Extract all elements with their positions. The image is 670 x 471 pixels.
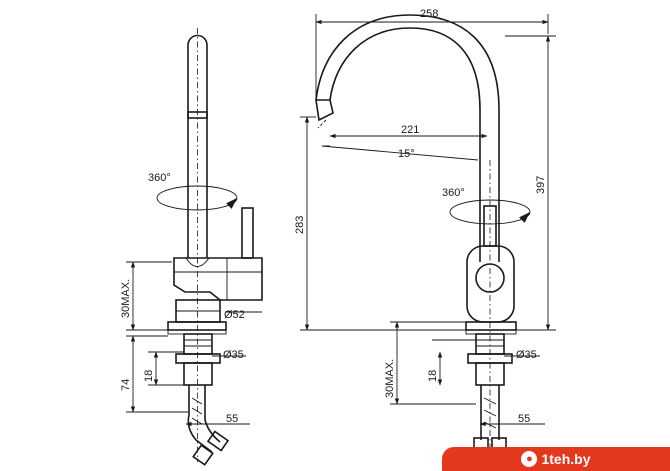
counter-max-side-label: 30MAX.: [384, 359, 396, 398]
rotation-side-label: 360°: [442, 187, 465, 199]
site-watermark: ● 1teh.by: [442, 447, 670, 471]
hose-width-side-label: 55: [518, 413, 530, 425]
rotation-front-label: 360°: [148, 172, 171, 184]
diameter-shank-side-label: Ø35: [516, 349, 537, 361]
side-view: 258 221 15° 397 283 360°: [294, 8, 556, 462]
diameter-base-label: Ø52: [224, 309, 245, 321]
diameter-shank-front-label: Ø35: [223, 349, 244, 361]
front-view: 360° 30MAX. Ø52 Ø35: [120, 28, 263, 466]
shank-len-side-label: 18: [427, 370, 439, 382]
angle-label: 15°: [398, 148, 415, 160]
height-spout-label: 283: [294, 216, 306, 234]
width-top-label: 258: [420, 8, 438, 20]
shank-len-front-label: 18: [143, 370, 155, 382]
watermark-text: 1teh.by: [541, 451, 591, 467]
circle-logo-icon: ●: [521, 451, 538, 467]
hose-width-front-label: 55: [226, 413, 238, 425]
counter-max-front-label: 30MAX.: [120, 279, 132, 318]
height-total-label: 397: [535, 176, 547, 194]
reach-label: 221: [401, 124, 419, 136]
hose-len-front-label: 74: [120, 379, 132, 391]
